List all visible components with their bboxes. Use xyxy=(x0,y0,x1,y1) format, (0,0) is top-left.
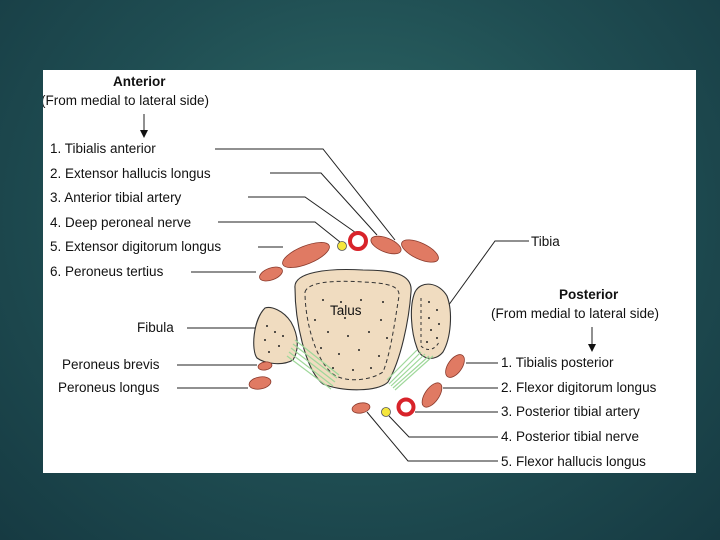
posterior-title: Posterior xyxy=(559,287,619,302)
anterior-tibial-artery-circle xyxy=(348,231,368,251)
posterior-item-1: 1. Tibialis posterior xyxy=(501,355,614,370)
medial-ligaments xyxy=(386,349,434,391)
anterior-item-6: 6. Peroneus tertius xyxy=(50,264,164,279)
leader-flexor-hallucis xyxy=(366,411,498,462)
tibialis-anterior-muscle xyxy=(401,239,439,263)
anterior-item-2: 2. Extensor hallucis longus xyxy=(50,166,211,181)
deep-peroneal-nerve-circle xyxy=(337,241,347,251)
posterior-tibial-artery-circle xyxy=(396,397,416,417)
talus-dots xyxy=(314,299,388,371)
tibialis-posterior-muscle xyxy=(445,354,465,378)
anterior-item-3: 3. Anterior tibial artery xyxy=(50,190,182,205)
posterior-item-5: 5. Flexor hallucis longus xyxy=(501,454,646,469)
peroneus-brevis-label: Peroneus brevis xyxy=(62,357,160,372)
anterior-item-1: 1. Tibialis anterior xyxy=(50,141,156,156)
talus-label: Talus xyxy=(330,303,362,318)
peroneus-tertius-muscle xyxy=(259,266,283,282)
anterior-item-4: 4. Deep peroneal nerve xyxy=(50,215,191,230)
peroneus-longus-label: Peroneus longus xyxy=(58,380,160,395)
lateral-ligaments xyxy=(286,339,340,390)
posterior-item-2: 2. Flexor digitorum longus xyxy=(501,380,657,395)
leader-anterior-tibial-artery xyxy=(248,196,360,236)
tibia-articular-outline xyxy=(420,298,440,350)
anterior-item-5: 5. Extensor digitorum longus xyxy=(50,239,221,254)
talus-articular-outline xyxy=(304,280,400,381)
anterior-arrow-head xyxy=(140,130,148,138)
posterior-subtitle: (From medial to lateral side) xyxy=(491,306,659,321)
tibia-bone xyxy=(410,283,452,359)
posterior-tibial-nerve-circle xyxy=(381,407,391,417)
anterior-subtitle: (From medial to lateral side) xyxy=(43,93,209,108)
extensor-digitorum-longus-muscle xyxy=(282,242,330,268)
posterior-item-4: 4. Posterior tibial nerve xyxy=(501,429,639,444)
peroneus-longus-muscle xyxy=(248,376,272,390)
ankle-cross-section-diagram: Anterior (From medial to lateral side) 1… xyxy=(43,74,659,469)
tibia-dots xyxy=(426,301,440,343)
leader-deep-peroneal-nerve xyxy=(218,221,341,243)
posterior-arrow-head xyxy=(588,344,596,352)
flexor-hallucis-longus-muscle xyxy=(351,402,371,414)
leader-tibia xyxy=(447,240,529,307)
flexor-digitorum-longus-muscle xyxy=(421,382,443,408)
diagram-slide: Anterior (From medial to lateral side) 1… xyxy=(43,70,696,473)
fibula-label: Fibula xyxy=(137,320,174,335)
fibula-dots xyxy=(264,325,284,353)
peroneus-brevis-muscle xyxy=(257,361,273,371)
tibia-label: Tibia xyxy=(531,234,560,249)
anterior-title: Anterior xyxy=(113,74,166,89)
extensor-hallucis-longus-muscle xyxy=(370,235,402,255)
posterior-item-3: 3. Posterior tibial artery xyxy=(501,404,640,419)
fibula-bone xyxy=(253,306,298,365)
leader-tibialis-anterior xyxy=(215,148,396,241)
talus-bone xyxy=(294,269,412,391)
leader-extensor-hallucis xyxy=(270,172,378,236)
leader-posterior-tibial-nerve xyxy=(388,415,498,438)
